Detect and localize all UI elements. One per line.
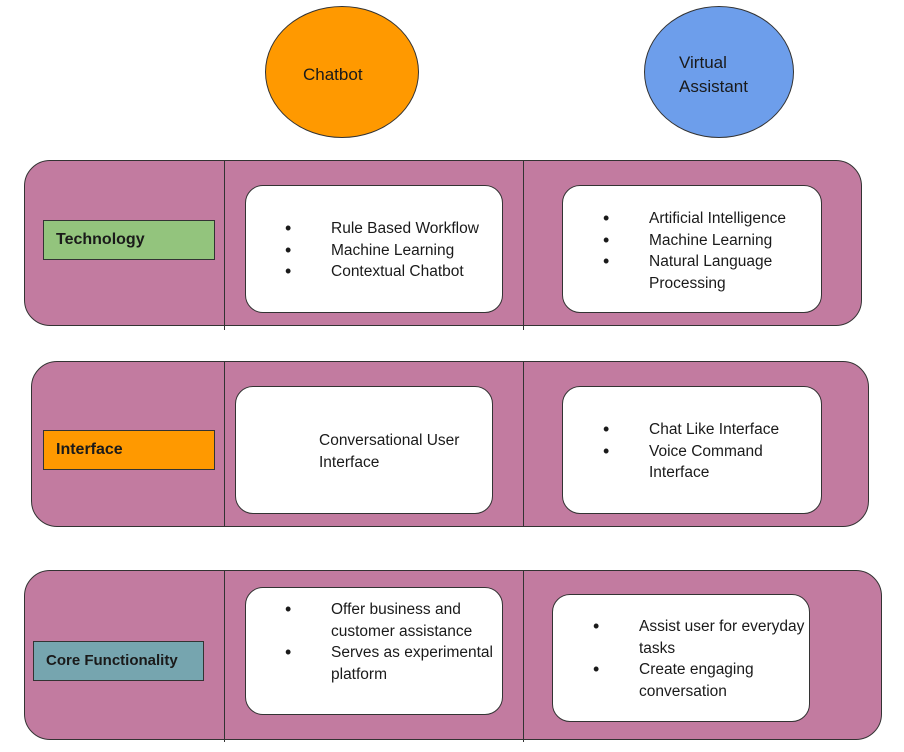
chatbot-circle: Chatbot (265, 6, 419, 138)
list-item: Artificial Intelligence (603, 208, 818, 230)
list-item: Serves as experimental platform (285, 642, 500, 685)
list-item: Contextual Chatbot (285, 261, 500, 283)
list-item: Natural Language Processing (603, 251, 818, 294)
technology-virtual-assistant-card: Artificial Intelligence Machine Learning… (562, 185, 822, 313)
chatbot-column-label: Chatbot (303, 65, 363, 84)
virtual-assistant-column-label: Virtual Assistant (679, 53, 748, 96)
list-item: Rule Based Workflow (285, 218, 500, 240)
column-divider (224, 361, 225, 527)
interface-virtual-assistant-list: Chat Like Interface Voice Command Interf… (603, 419, 818, 484)
column-divider (523, 160, 524, 330)
technology-chatbot-card: Rule Based Workflow Machine Learning Con… (245, 185, 503, 313)
core-functionality-chatbot-card: Offer business and customer assistance S… (245, 587, 503, 715)
interface-row-label: Interface (43, 430, 215, 470)
list-item: Offer business and customer assistance (285, 599, 500, 642)
interface-chatbot-text: Conversational User Interface (319, 432, 460, 471)
technology-virtual-assistant-list: Artificial Intelligence Machine Learning… (603, 208, 818, 294)
core-functionality-row-label: Core Functionality (33, 641, 204, 681)
column-divider (224, 160, 225, 330)
core-functionality-chatbot-list: Offer business and customer assistance S… (285, 599, 500, 685)
column-divider (523, 570, 524, 742)
technology-row-label: Technology (43, 220, 215, 260)
technology-chatbot-list: Rule Based Workflow Machine Learning Con… (285, 218, 500, 283)
list-item: Chat Like Interface (603, 419, 818, 441)
core-functionality-virtual-assistant-card: Assist user for everyday tasks Create en… (552, 594, 810, 722)
list-item: Machine Learning (285, 240, 500, 262)
core-functionality-virtual-assistant-list: Assist user for everyday tasks Create en… (593, 616, 808, 702)
list-item: Machine Learning (603, 230, 818, 252)
list-item: Assist user for everyday tasks (593, 616, 808, 659)
list-item: Voice Command Interface (603, 441, 818, 484)
list-item: Create engaging conversation (593, 659, 808, 702)
column-divider (523, 361, 524, 527)
virtual-assistant-circle: Virtual Assistant (644, 6, 794, 138)
interface-chatbot-card: Conversational User Interface (235, 386, 493, 514)
interface-virtual-assistant-card: Chat Like Interface Voice Command Interf… (562, 386, 822, 514)
column-divider (224, 570, 225, 742)
